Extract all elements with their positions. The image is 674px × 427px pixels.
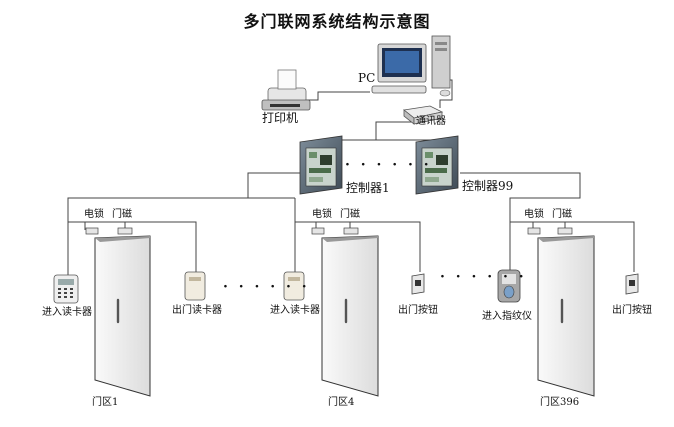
zone-1-lock-label: 电锁 xyxy=(84,209,104,220)
zone-2-reader-out-label: 出门按钮 xyxy=(398,305,438,316)
zone-3-reader-out-label: 出门按钮 xyxy=(612,305,652,316)
door-sensor-icon xyxy=(117,227,133,235)
door-sensor-icon xyxy=(343,227,359,235)
lock-icon xyxy=(527,227,541,235)
zone-1-sensor-label: 门磁 xyxy=(112,209,132,220)
lock-icon xyxy=(311,227,325,235)
comm-device-icon xyxy=(403,105,444,125)
zone-3-lock-label: 电锁 xyxy=(524,209,544,220)
printer-label: 打印机 xyxy=(262,111,299,125)
zone-3-reader-in-label: 进入指纹仪 xyxy=(482,311,532,322)
zone-1-reader-out-label: 出门读卡器 xyxy=(172,305,222,316)
comm-label: 通讯器 xyxy=(416,116,446,127)
exit-button-icon xyxy=(625,273,639,295)
diagram-title: 多门联网系统结构示意图 xyxy=(243,12,431,31)
zone-2-sensor-label: 门磁 xyxy=(340,209,360,220)
zone-3-name: 门区396 xyxy=(540,397,580,408)
controller-ellipsis: · · · · · · xyxy=(345,157,432,173)
zone-1 xyxy=(53,227,206,397)
zone-2-name: 门区4 xyxy=(328,397,355,408)
controller-icon-1 xyxy=(299,135,343,195)
pc-label: PC xyxy=(358,71,376,85)
zone-2-lock-label: 电锁 xyxy=(312,209,332,220)
card-reader-icon xyxy=(283,271,305,301)
card-reader-icon xyxy=(184,271,206,301)
door-icon xyxy=(94,235,151,397)
zone-2-reader-in-label: 进入读卡器 xyxy=(270,305,320,316)
zone-3-sensor-label: 门磁 xyxy=(552,209,572,220)
zone-1-reader-in-label: 进入读卡器 xyxy=(42,307,92,318)
printer-icon xyxy=(261,69,311,111)
door-sensor-icon xyxy=(557,227,573,235)
door-icon xyxy=(321,235,379,397)
lock-icon xyxy=(85,227,99,235)
controller-99-label: 控制器99 xyxy=(462,179,514,193)
zone-2 xyxy=(283,227,425,397)
zone-1-name: 门区1 xyxy=(92,397,119,408)
door-icon xyxy=(537,235,595,397)
keypad-reader-icon xyxy=(53,274,79,304)
controller-icon-99 xyxy=(415,135,459,195)
zone-ellipsis-2: · · · · · · xyxy=(440,269,527,285)
exit-button-icon xyxy=(411,273,425,295)
zone-3 xyxy=(497,227,639,397)
controller-1-label: 控制器1 xyxy=(346,181,390,195)
zone-ellipsis-1: · · · · · · xyxy=(223,279,310,295)
fingerprint-reader-icon xyxy=(497,269,521,303)
pc-icon xyxy=(371,35,451,97)
